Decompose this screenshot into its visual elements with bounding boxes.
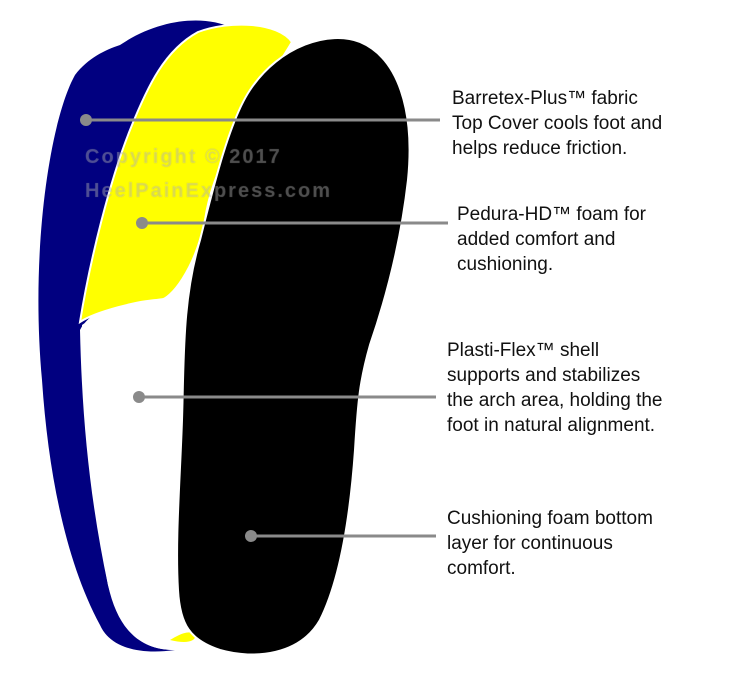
shell-layer-shape <box>82 297 192 650</box>
foam-layer-heel-edge <box>170 632 196 642</box>
callout-dot-foam <box>136 217 148 229</box>
callout-dot-top-cover <box>80 114 92 126</box>
shell-label: Plasti-Flex™ shell supports and stabiliz… <box>447 340 663 436</box>
bottom-layer-label: Cushioning foam bottom layer for continu… <box>447 508 653 579</box>
site-watermark: HeelPainExpress.com <box>85 180 332 202</box>
bottom-layer-shape <box>176 37 411 656</box>
callout-dot-bottom <box>245 530 257 542</box>
top-cover-label: Barretex-Plus™ fabric Top Cover cools fo… <box>452 88 663 159</box>
callout-group <box>80 114 448 542</box>
callout-dot-shell <box>133 391 145 403</box>
top-cover-layer-shape <box>38 20 233 652</box>
copyright-watermark: Copyright © 2017 <box>85 146 282 168</box>
foam-label: Pedura-HD™ foam for added comfort and cu… <box>457 204 647 275</box>
